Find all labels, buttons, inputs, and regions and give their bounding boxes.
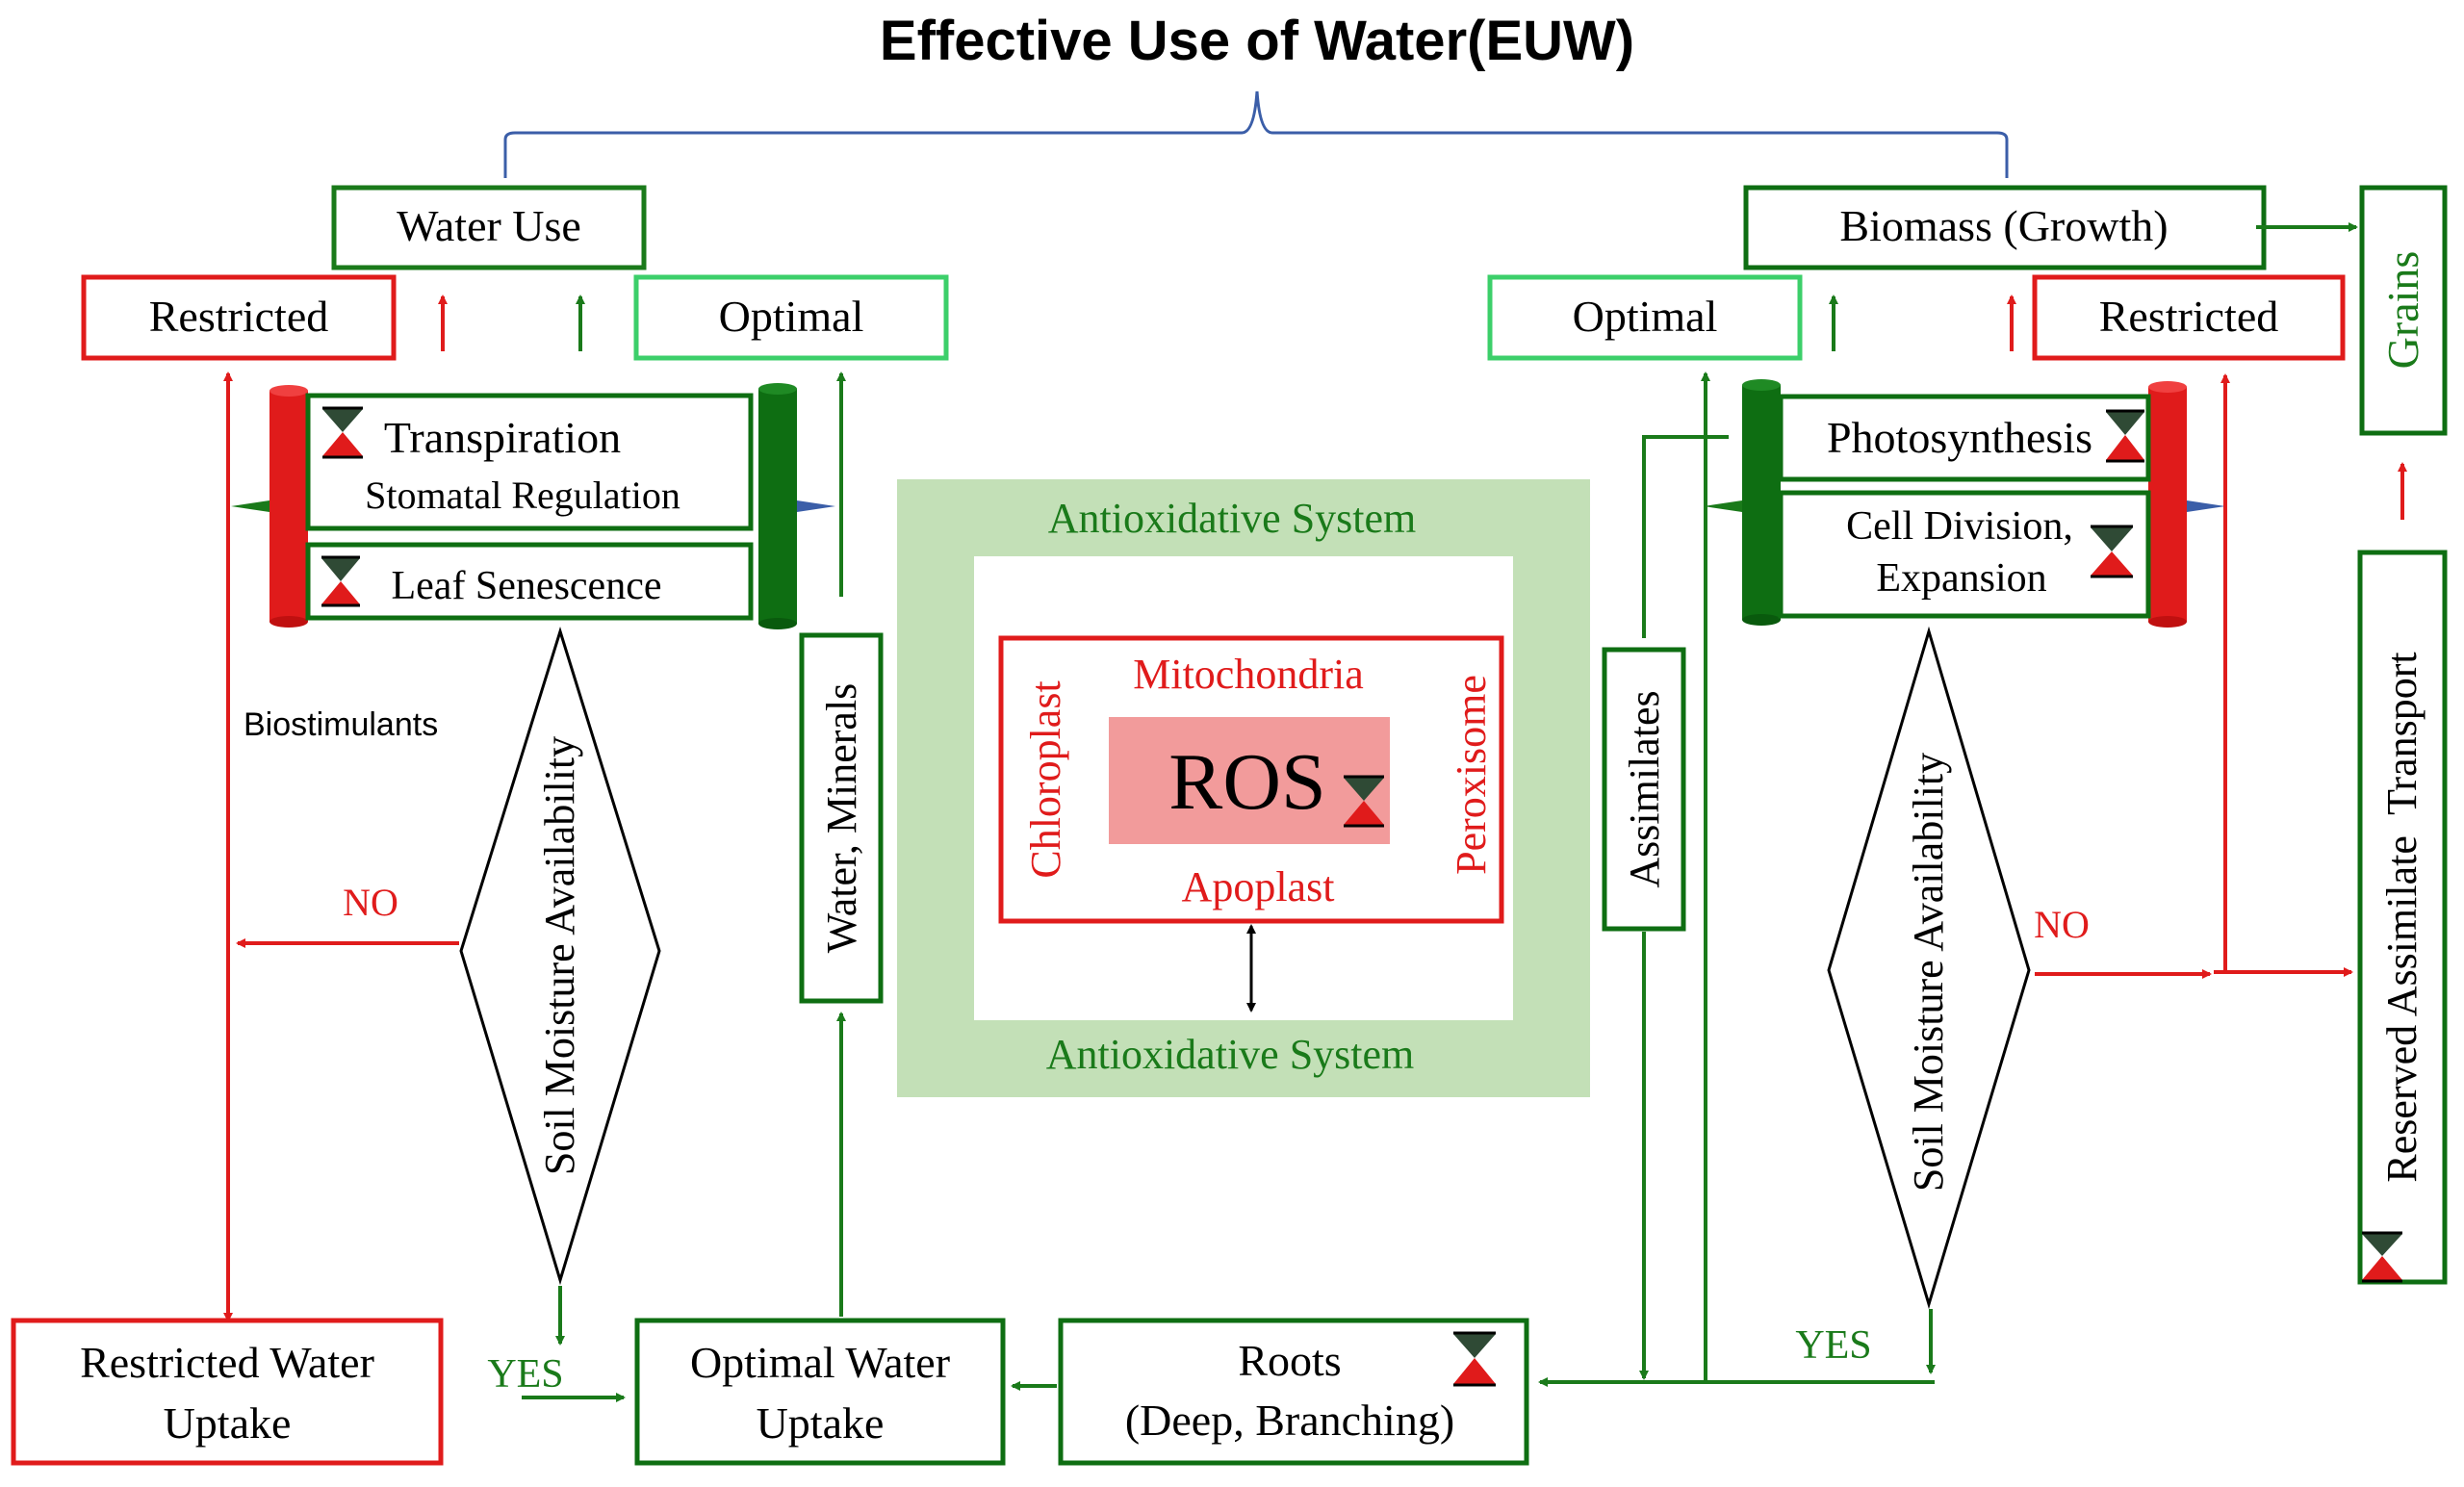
- hourglass-icon: [1344, 775, 1384, 828]
- grains-label: Grains: [2378, 251, 2427, 370]
- antioxidative-bottom-label: Antioxidative System: [1046, 1031, 1415, 1078]
- leaf-senescence-label: Leaf Senescence: [392, 564, 662, 608]
- transpiration-box: [305, 393, 754, 531]
- right-yes-label: YES: [1795, 1323, 1871, 1368]
- right-red-cylinder: [2148, 381, 2225, 628]
- optimal-water-uptake-box: [634, 1318, 1006, 1466]
- mitochondria-label: Mitochondria: [1133, 651, 1364, 698]
- hourglass-icon: [322, 406, 363, 459]
- biostimulants-label: Biostimulants: [244, 706, 438, 743]
- cell-division-box: [1778, 490, 2151, 619]
- left-restricted-label: Restricted: [149, 292, 329, 341]
- photosynthesis-box: [1778, 394, 2151, 482]
- optimal-water-uptake-line2: Uptake: [757, 1398, 885, 1448]
- left-restricted-box: [81, 274, 397, 361]
- water-use-label: Water Use: [397, 201, 581, 250]
- right-restricted-label: Restricted: [2099, 292, 2279, 341]
- restricted-water-uptake-line2: Uptake: [164, 1398, 292, 1448]
- diagram-title: Effective Use of Water(EUW): [880, 10, 1634, 72]
- ros-label: ROS: [1168, 737, 1325, 827]
- peroxisome-label: Peroxisome: [1448, 675, 1495, 875]
- water-minerals-box: [799, 632, 884, 1004]
- hourglass-icon: [2362, 1231, 2402, 1283]
- photosynthesis-to-assimilates-line: [1642, 435, 1729, 638]
- antioxidative-top-label: Antioxidative System: [1048, 495, 1417, 542]
- transpiration-label: Transpiration: [384, 413, 621, 462]
- left-yes-label: YES: [487, 1352, 563, 1397]
- left-soil-moisture-diamond: [459, 626, 661, 1286]
- hourglass-icon: [321, 555, 360, 607]
- cell-division-line2: Expansion: [1876, 556, 2046, 601]
- left-red-cylinder: [231, 385, 308, 628]
- hourglass-icon: [2106, 409, 2144, 463]
- right-restricted-box: [2032, 274, 2346, 361]
- right-no-label: NO: [2034, 903, 2090, 946]
- right-optimal-label: Optimal: [1573, 292, 1718, 341]
- assimilates-box: [1602, 647, 1686, 932]
- right-green-cylinder: [1704, 379, 1781, 626]
- left-optimal-label: Optimal: [719, 292, 864, 341]
- top-brace: [503, 90, 2009, 178]
- roots-line1: Roots: [1238, 1336, 1341, 1385]
- left-soil-moisture-label: Soil Moisture Availability: [536, 736, 583, 1175]
- left-no-label: NO: [343, 881, 398, 924]
- restricted-water-uptake-line1: Restricted Water: [80, 1338, 374, 1387]
- hourglass-icon: [2091, 525, 2133, 578]
- optimal-water-uptake-line1: Optimal Water: [690, 1338, 950, 1387]
- apoplast-label: Apoplast: [1182, 863, 1335, 910]
- water-use-box: [331, 185, 647, 270]
- restricted-water-uptake-box: [11, 1318, 444, 1466]
- right-optimal-box: [1487, 274, 1803, 361]
- biomass-box: [1743, 185, 2267, 270]
- biomass-label: Biomass (Growth): [1839, 201, 2168, 250]
- reserved-assimilate-transport-label: Reserved Assimilate Transport: [2378, 652, 2426, 1182]
- leaf-senescence-box: [305, 542, 754, 621]
- water-minerals-label: Water, Minerals: [818, 683, 865, 954]
- grains-box: [2359, 185, 2448, 436]
- left-optimal-box: [633, 274, 949, 361]
- cell-division-line1: Cell Division,: [1846, 504, 2073, 549]
- roots-line2: (Deep, Branching): [1125, 1396, 1454, 1445]
- hourglass-icon: [1453, 1331, 1496, 1387]
- stomatal-regulation-label: Stomatal Regulation: [365, 474, 680, 517]
- ros-box: [1109, 717, 1390, 844]
- chloroplast-label: Chloroplast: [1022, 680, 1069, 878]
- left-green-cylinder: [758, 383, 835, 629]
- photosynthesis-label: Photosynthesis: [1827, 413, 2092, 462]
- roots-box: [1058, 1318, 1529, 1466]
- right-soil-moisture-diamond: [1827, 626, 2031, 1310]
- right-soil-moisture-label: Soil Moisture Availability: [1905, 753, 1952, 1192]
- assimilates-label: Assimilates: [1621, 690, 1668, 887]
